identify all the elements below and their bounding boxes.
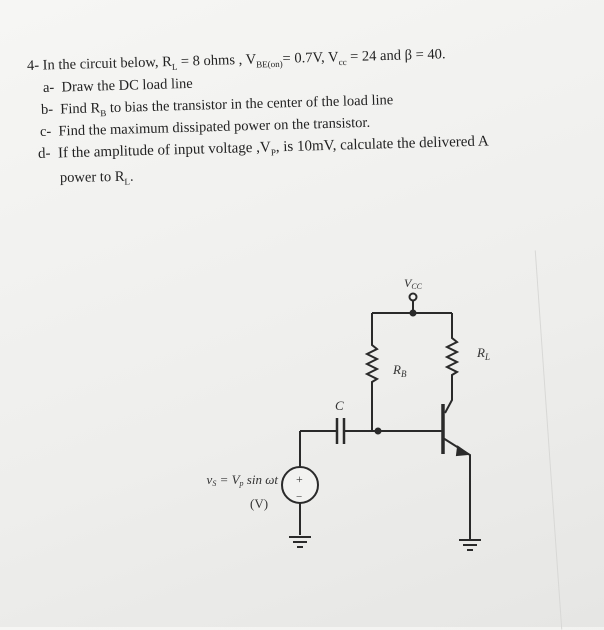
junction-dot — [409, 309, 417, 317]
rl-resistor — [444, 313, 460, 414]
rl-label: RL — [476, 345, 490, 362]
capacitor — [335, 418, 346, 444]
emitter-arrow-icon — [455, 445, 471, 457]
ground-icon — [289, 536, 311, 548]
vcc-terminal — [408, 292, 418, 302]
transistor-emitter — [442, 437, 471, 540]
vcc-label: VCC — [404, 276, 423, 291]
plus-sign: + — [296, 472, 303, 486]
rb-resistor — [364, 313, 380, 430]
rb-label: RB — [392, 362, 407, 379]
voltage-source — [281, 466, 319, 504]
capacitor-label: C — [335, 398, 344, 413]
source-unit: (V) — [250, 496, 268, 511]
ground-icon — [459, 539, 481, 551]
minus-sign: − — [296, 491, 302, 503]
junction-dot — [374, 427, 382, 435]
source-equation: vS = Vp sin ωt — [207, 472, 279, 488]
